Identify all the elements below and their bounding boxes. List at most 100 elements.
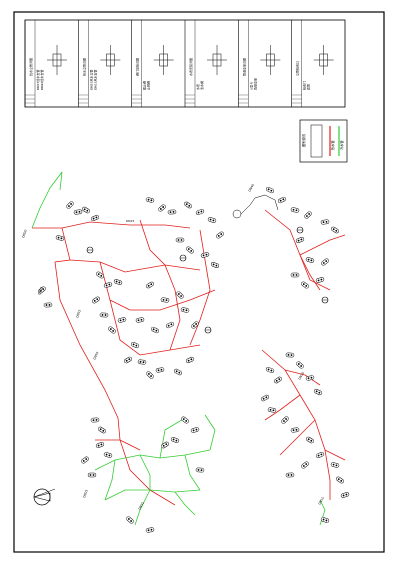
fixture-dot bbox=[190, 358, 193, 361]
fixture-symbol bbox=[160, 297, 170, 303]
fixture-dot bbox=[215, 264, 218, 267]
fixture-capsule bbox=[200, 252, 210, 258]
fixture-capsule bbox=[216, 231, 224, 239]
sheet-border bbox=[13, 11, 385, 553]
fixture-dot bbox=[172, 210, 175, 213]
fixture-dot bbox=[70, 203, 72, 205]
fixture-capsule bbox=[146, 371, 154, 379]
fixture-dot bbox=[172, 438, 175, 441]
panel-note: 截止阀 bbox=[142, 81, 147, 90]
fixture-dot bbox=[160, 368, 163, 371]
fixture-dot bbox=[292, 274, 295, 276]
fixture-capsule bbox=[173, 368, 183, 376]
fixture-dot bbox=[150, 528, 153, 531]
fixture-capsule bbox=[81, 456, 89, 464]
pipe-size-label: DN20 bbox=[297, 371, 305, 380]
fixture-dot bbox=[122, 318, 125, 321]
fixture-capsule bbox=[73, 209, 83, 215]
fixture-dot bbox=[188, 204, 191, 207]
fixture-capsule bbox=[161, 441, 169, 449]
title-panel: 阀门安装详图截止阀止回阀 bbox=[131, 20, 174, 107]
fixture-dot bbox=[190, 250, 193, 252]
fixture-dot bbox=[185, 203, 188, 206]
panel-note: 检修门 bbox=[302, 81, 307, 90]
fixture-dot bbox=[150, 283, 153, 286]
fixture-symbol bbox=[161, 441, 169, 449]
fixture-dot bbox=[212, 219, 215, 222]
fixture-capsule bbox=[180, 307, 190, 313]
fixture-symbol bbox=[95, 442, 105, 448]
fixture-symbol bbox=[285, 352, 295, 358]
fixture-capsule bbox=[305, 257, 315, 263]
panel-heading: 给水立管详图 bbox=[28, 58, 33, 76]
fixture-dot bbox=[287, 353, 290, 356]
fixture-dot bbox=[105, 453, 108, 456]
fixture-symbol bbox=[66, 201, 74, 209]
fixture-dot bbox=[162, 206, 165, 208]
fixture-symbol bbox=[315, 451, 325, 459]
fixture-dot bbox=[308, 213, 310, 215]
fixture-symbol bbox=[146, 371, 154, 379]
fixture-capsule bbox=[260, 394, 270, 402]
pipe-size-label: DN32 bbox=[137, 501, 145, 510]
fixture-capsule bbox=[267, 407, 277, 413]
fixture-dot bbox=[182, 418, 185, 420]
fixture-dot bbox=[317, 279, 320, 282]
fixture-capsule bbox=[290, 207, 300, 213]
fixture-dot bbox=[96, 298, 99, 301]
fixture-symbol bbox=[55, 235, 65, 241]
fixture-capsule bbox=[38, 286, 46, 294]
pipe-size-label: DN25 bbox=[82, 489, 89, 498]
fixture-capsule bbox=[195, 209, 205, 215]
fixture-symbol bbox=[216, 231, 224, 239]
fixture-capsule bbox=[99, 312, 109, 318]
fixture-symbol bbox=[87, 472, 97, 478]
fixture-dot bbox=[307, 438, 310, 441]
fixture-symbol bbox=[305, 375, 315, 381]
fixture-capsule bbox=[190, 427, 200, 433]
fixture-capsule bbox=[296, 361, 304, 369]
panel-note: 泄水阀 bbox=[199, 81, 204, 90]
north-arrow-circle bbox=[33, 488, 51, 506]
fixture-symbol bbox=[103, 452, 113, 458]
fixture-dot bbox=[302, 283, 305, 286]
fixture-dot bbox=[127, 518, 130, 520]
fixture-dot bbox=[119, 319, 122, 322]
fixture-capsule bbox=[96, 271, 104, 279]
fixture-dot bbox=[322, 221, 325, 224]
fixture-symbol bbox=[267, 407, 277, 413]
fixture-dot bbox=[92, 474, 95, 476]
fixture-dot bbox=[325, 260, 328, 262]
fixture-dot bbox=[130, 520, 133, 522]
fixture-symbol bbox=[173, 368, 183, 376]
fixture-dot bbox=[159, 208, 162, 210]
fixture-dot bbox=[167, 324, 170, 327]
fixture-dot bbox=[152, 328, 155, 331]
fixture-capsule bbox=[126, 516, 134, 524]
fixture-symbol bbox=[145, 197, 155, 203]
pipe-size-label: DN32 bbox=[75, 309, 82, 318]
fixture-symbol bbox=[207, 217, 217, 223]
fixture-dot bbox=[83, 208, 86, 211]
fixture-dot bbox=[192, 429, 195, 432]
fixture-capsule bbox=[158, 204, 166, 212]
fixture-symbol bbox=[313, 388, 323, 396]
fixture-dot bbox=[285, 418, 287, 420]
fixture-symbol bbox=[186, 246, 194, 254]
detail-sketch-box bbox=[52, 53, 62, 67]
fixture-dot bbox=[105, 284, 108, 287]
fixture-capsule bbox=[155, 367, 165, 373]
fixture-dot bbox=[187, 359, 190, 362]
north-arrow-stem bbox=[33, 488, 56, 498]
panel-note: 止回阀 bbox=[146, 81, 151, 90]
fixture-capsule bbox=[305, 375, 315, 381]
fixture-symbol bbox=[113, 279, 123, 285]
fixture-dot bbox=[108, 454, 111, 457]
fixture-dot bbox=[200, 210, 203, 213]
panel-note: 水表 bbox=[195, 84, 200, 90]
legend-item-cold-water: 冷水管 bbox=[339, 140, 344, 150]
fixture-dot bbox=[175, 439, 178, 442]
fixture-symbol bbox=[195, 467, 205, 473]
